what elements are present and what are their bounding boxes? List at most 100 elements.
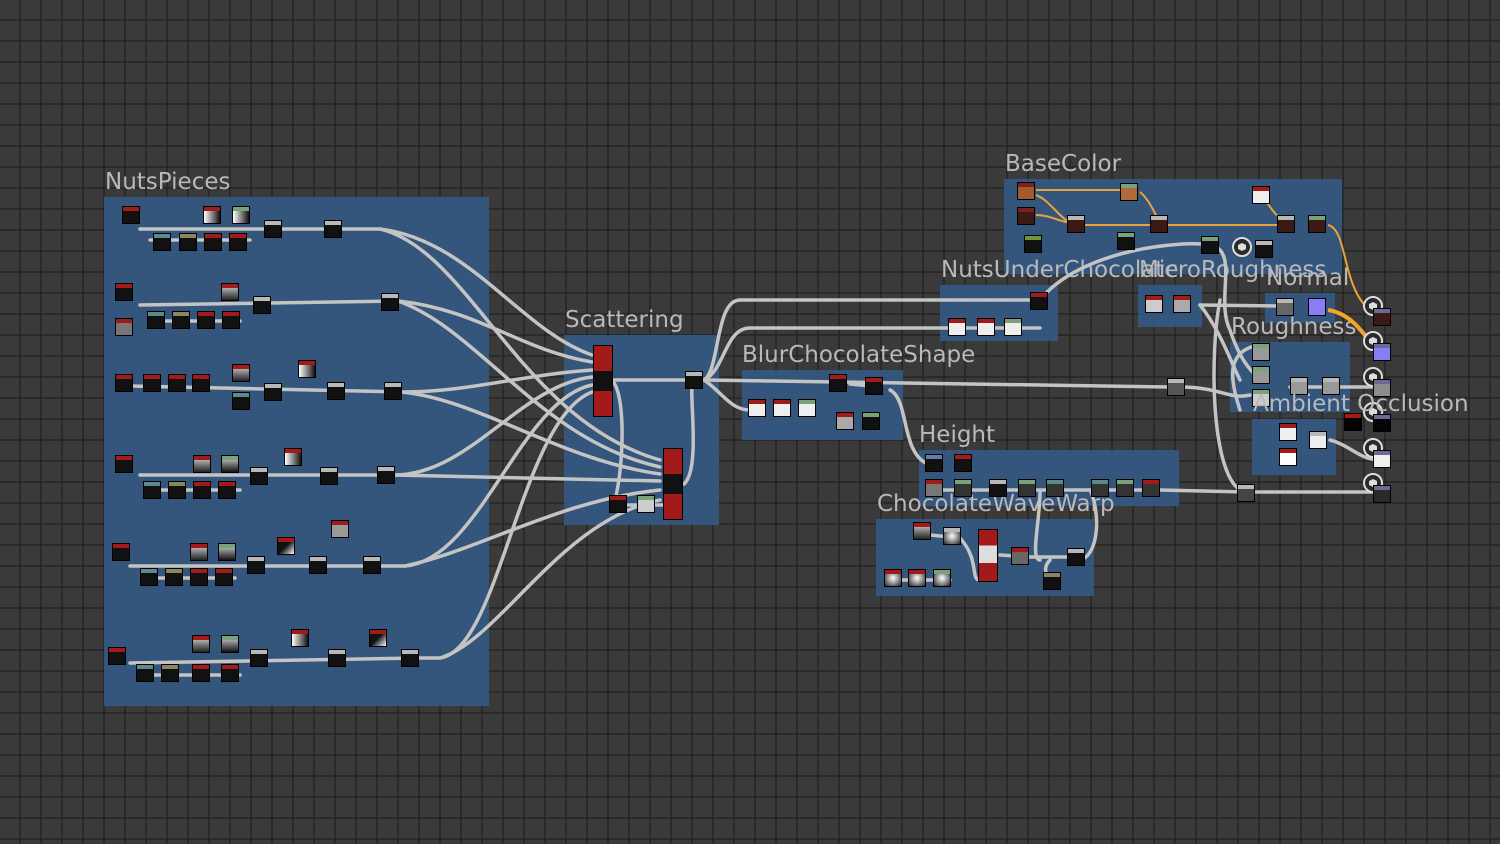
blend-node[interactable] bbox=[309, 556, 327, 574]
levels-node[interactable] bbox=[798, 399, 816, 417]
output-basecolor-node[interactable] bbox=[1373, 308, 1391, 326]
noise-node[interactable] bbox=[836, 412, 854, 430]
levels-node[interactable] bbox=[1004, 318, 1022, 336]
output-roughness-node[interactable] bbox=[1373, 379, 1391, 397]
blend-node[interactable] bbox=[1142, 479, 1160, 497]
blend-node[interactable] bbox=[250, 467, 268, 485]
levels-node[interactable] bbox=[221, 635, 239, 653]
noise-node[interactable] bbox=[609, 495, 627, 513]
gradient-map-node[interactable] bbox=[1067, 215, 1085, 233]
blur-node[interactable] bbox=[172, 311, 190, 329]
blend-node[interactable] bbox=[401, 649, 419, 667]
gradient-node[interactable] bbox=[221, 283, 239, 301]
blend-node[interactable] bbox=[320, 467, 338, 485]
filter-node[interactable] bbox=[218, 481, 236, 499]
noise-node[interactable] bbox=[1201, 236, 1219, 254]
blend-node[interactable] bbox=[1030, 292, 1048, 310]
blend-node[interactable] bbox=[1277, 215, 1295, 233]
blur-node[interactable] bbox=[143, 374, 161, 392]
color-node[interactable] bbox=[1017, 182, 1035, 200]
noise-node[interactable] bbox=[115, 318, 133, 336]
blur-node[interactable] bbox=[829, 374, 847, 392]
color-node[interactable] bbox=[1279, 448, 1297, 466]
filter-node[interactable] bbox=[222, 311, 240, 329]
blend-node[interactable] bbox=[377, 466, 395, 484]
gradient-map-node[interactable] bbox=[1150, 215, 1168, 233]
shape-node[interactable] bbox=[122, 206, 140, 224]
blend-node[interactable] bbox=[264, 220, 282, 238]
filter-node[interactable] bbox=[192, 374, 210, 392]
shape-node[interactable] bbox=[115, 374, 133, 392]
blend-node[interactable] bbox=[1290, 377, 1308, 395]
gradient-node[interactable] bbox=[298, 360, 316, 378]
comment-icon[interactable] bbox=[1232, 237, 1252, 257]
gradient-node[interactable] bbox=[913, 522, 931, 540]
tile-sampler-node[interactable] bbox=[978, 529, 998, 582]
noise-node[interactable] bbox=[748, 399, 766, 417]
levels-node[interactable] bbox=[1252, 343, 1270, 361]
shape-node[interactable] bbox=[108, 647, 126, 665]
output-metallic-node[interactable] bbox=[1373, 414, 1391, 432]
levels-node[interactable] bbox=[232, 206, 250, 224]
transform-node[interactable] bbox=[1091, 479, 1109, 497]
blur-node[interactable] bbox=[865, 377, 883, 395]
levels-node[interactable] bbox=[1173, 295, 1191, 313]
color-node[interactable] bbox=[1017, 207, 1035, 225]
filter-node[interactable] bbox=[215, 568, 233, 586]
levels-node[interactable] bbox=[862, 412, 880, 430]
noise-node[interactable] bbox=[925, 479, 943, 497]
gradient-node[interactable] bbox=[203, 206, 221, 224]
shape-node[interactable] bbox=[884, 569, 902, 587]
blur-node[interactable] bbox=[161, 664, 179, 682]
transform-node[interactable] bbox=[232, 392, 250, 410]
gradient-node[interactable] bbox=[291, 629, 309, 647]
filter-node[interactable] bbox=[192, 664, 210, 682]
filter-node[interactable] bbox=[221, 664, 239, 682]
blend-node[interactable] bbox=[685, 371, 703, 389]
levels-node[interactable] bbox=[221, 455, 239, 473]
blend-node[interactable] bbox=[324, 220, 342, 238]
blend-node[interactable] bbox=[250, 649, 268, 667]
noise-node[interactable] bbox=[1043, 572, 1061, 590]
tile-node[interactable] bbox=[331, 520, 349, 538]
shape-node[interactable] bbox=[943, 527, 961, 545]
noise-node[interactable] bbox=[1145, 295, 1163, 313]
normal-node[interactable] bbox=[1308, 298, 1326, 316]
filter-node[interactable] bbox=[204, 233, 222, 251]
gradient-node[interactable] bbox=[190, 543, 208, 561]
color-node[interactable] bbox=[1344, 413, 1362, 431]
shape-node[interactable] bbox=[112, 543, 130, 561]
levels-node[interactable] bbox=[954, 479, 972, 497]
gradient-node[interactable] bbox=[232, 364, 250, 382]
ao-node[interactable] bbox=[1279, 423, 1297, 441]
levels-node[interactable] bbox=[1018, 479, 1036, 497]
noise-node[interactable] bbox=[977, 318, 995, 336]
filter-node[interactable] bbox=[168, 374, 186, 392]
blur-node[interactable] bbox=[954, 454, 972, 472]
filter-node[interactable] bbox=[229, 233, 247, 251]
transform-node[interactable] bbox=[147, 311, 165, 329]
blend-node[interactable] bbox=[327, 382, 345, 400]
noise-node[interactable] bbox=[637, 495, 655, 513]
noise-node[interactable] bbox=[1276, 298, 1294, 316]
transform-node[interactable] bbox=[1046, 479, 1064, 497]
blur-node[interactable] bbox=[925, 454, 943, 472]
levels-node[interactable] bbox=[1252, 366, 1270, 384]
blur-node[interactable] bbox=[168, 481, 186, 499]
blend-node[interactable] bbox=[1322, 377, 1340, 395]
transform-node[interactable] bbox=[143, 481, 161, 499]
levels-node[interactable] bbox=[933, 569, 951, 587]
noise-node[interactable] bbox=[1024, 235, 1042, 253]
blend-node[interactable] bbox=[1309, 431, 1327, 449]
transform-node[interactable] bbox=[140, 568, 158, 586]
blend-node[interactable] bbox=[1237, 484, 1255, 502]
blend-node[interactable] bbox=[1067, 548, 1085, 566]
gradient-node[interactable] bbox=[369, 629, 387, 647]
blend-node[interactable] bbox=[989, 479, 1007, 497]
blend-node[interactable] bbox=[264, 383, 282, 401]
output-normal-node[interactable] bbox=[1373, 343, 1391, 361]
blend-node[interactable] bbox=[328, 649, 346, 667]
blend-node[interactable] bbox=[384, 382, 402, 400]
blur-node[interactable] bbox=[179, 233, 197, 251]
